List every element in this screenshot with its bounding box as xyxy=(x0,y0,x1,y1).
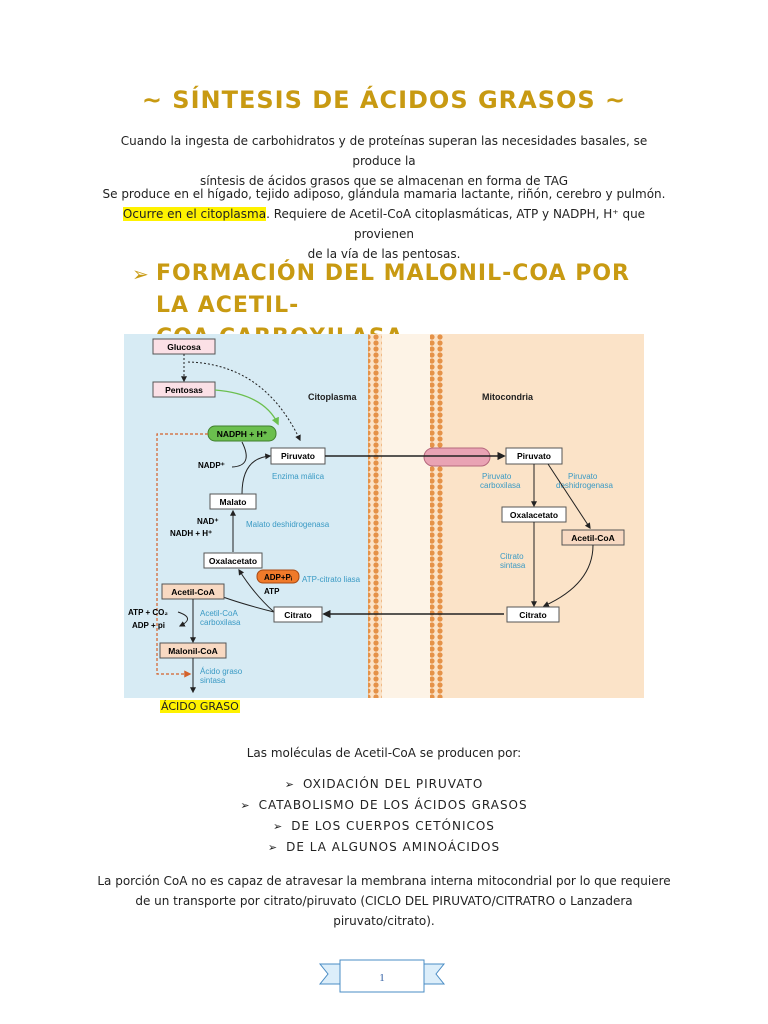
transporter xyxy=(423,447,491,467)
arrow-bullet-icon: ➢ xyxy=(267,841,279,854)
location-line: Ocurre en el citoplasma. Requiere de Ace… xyxy=(100,204,668,244)
ags-label: sintasa xyxy=(200,676,226,685)
page-number-box xyxy=(339,959,425,993)
section-heading-line: FORMACIÓN DEL MALONIL-COA POR LA ACETIL- xyxy=(156,261,630,318)
intermembrane-region xyxy=(374,334,439,698)
citrato-mito-box xyxy=(506,606,560,623)
arrow xyxy=(241,453,272,495)
list-item-text: DE LOS CUERPOS CETÓNICOS xyxy=(291,819,495,833)
atp-citrato-liasa-label: ATP-citrato liasa xyxy=(302,575,361,584)
arrow-bullet-icon: ➢ xyxy=(240,799,251,812)
page-number-badge: 1 xyxy=(318,959,446,993)
piruvato-mito-label: Piruvato xyxy=(517,451,551,461)
malato-dh-label: Malato deshidrogenasa xyxy=(246,520,330,529)
nadh-label: NADH + H⁺ xyxy=(170,529,212,538)
arrow xyxy=(177,611,188,627)
ribbon-left xyxy=(318,963,341,985)
piruvato-label: Piruvato xyxy=(281,451,315,461)
cs-label: Citrato xyxy=(500,552,524,561)
ribbon-right xyxy=(423,963,446,985)
intro-line: Cuando la ingesta de carbohidratos y de … xyxy=(120,134,648,168)
adp-pi2-label: ADP + pi xyxy=(132,621,165,630)
malato-box xyxy=(209,493,257,510)
citrato-box xyxy=(273,606,323,623)
acetyl-sources-list: ➢ OXIDACIÓN DEL PIRUVATO ➢ CATABOLISMO DE … xyxy=(0,774,768,858)
location-line: de la vía de las pentosas. xyxy=(307,247,461,261)
page-number: 1 xyxy=(379,972,385,984)
arrow xyxy=(156,433,208,678)
location-paragraph: Se produce en el hígado, tejido adiposo,… xyxy=(100,184,668,264)
location-line: Se produce en el hígado, tejido adiposo,… xyxy=(102,187,666,201)
location-text: . Requiere de Acetil-CoA citoplasmáticas… xyxy=(266,207,646,241)
glucosa-label: Glucosa xyxy=(167,342,201,352)
cs-label: sintasa xyxy=(500,561,526,570)
list-item-text: OXIDACIÓN DEL PIRUVATO xyxy=(302,777,484,791)
nadph-label: NADPH + H⁺ xyxy=(217,429,268,439)
list-item: ➢ CATABOLISMO DE LOS ÁCIDOS GRASOS xyxy=(0,795,768,816)
citrato-label: Citrato xyxy=(284,610,311,620)
malato-label: Malato xyxy=(220,497,247,507)
list-item: ➢ OXIDACIÓN DEL PIRUVATO xyxy=(0,774,768,795)
nad-label: NAD⁺ xyxy=(197,517,219,526)
cytoplasm-label: Citoplasma xyxy=(308,392,358,402)
arrow-bullet-icon: ➢ xyxy=(132,262,150,286)
oxalacetato-box xyxy=(203,552,263,569)
pc-label: carboxilasa xyxy=(480,481,521,490)
enzima-malica-label: Enzima málica xyxy=(272,472,325,481)
arrow xyxy=(187,361,301,442)
atp-co2-label: ATP + CO₂ xyxy=(128,608,168,617)
pdh-label: deshidrogenasa xyxy=(556,481,613,490)
arrow xyxy=(547,463,591,530)
pentosas-box xyxy=(152,381,216,398)
arrow-bullet-icon: ➢ xyxy=(284,778,295,791)
page-title: ~ SÍNTESIS DE ÁCIDOS GRASOS ~ xyxy=(141,86,627,114)
intro-paragraph: Cuando la ingesta de carbohidratos y de … xyxy=(100,131,668,191)
highlighted-text: Ocurre en el citoplasma xyxy=(122,207,267,221)
acetil-coa-mito-label: Acetil-CoA xyxy=(571,533,614,543)
arrow-bullet-icon: ➢ xyxy=(273,820,284,833)
list-item-text: DE LA ALGUNOS AMINOÁCIDOS xyxy=(286,840,501,854)
fatty-acid-label: ÁCIDO GRASO xyxy=(160,700,240,713)
list-item-text: CATABOLISMO DE LOS ÁCIDOS GRASOS xyxy=(258,798,528,812)
acetil-coa-label: Acetil-CoA xyxy=(171,587,214,597)
atp-label: ATP xyxy=(264,587,280,596)
fatty-acid-synthesis-diagram: Citoplasma Mitocondria Glucosa Pentosas … xyxy=(124,334,644,698)
list-item: ➢ DE LA ALGUNOS AMINOÁCIDOS xyxy=(0,837,768,858)
nadp-label: NADP⁺ xyxy=(198,461,225,470)
coa-line: La porción CoA no es capaz de atravesar … xyxy=(97,874,671,888)
malonil-coa-label: Malonil-CoA xyxy=(168,646,218,656)
acc-label: Acetil-CoA xyxy=(200,609,238,618)
pdh-label: Piruvato xyxy=(568,472,598,481)
coa-line: piruvato/citrato). xyxy=(333,914,435,928)
citrato-mito-label: Citrato xyxy=(519,610,546,620)
coa-paragraph: La porción CoA no es capaz de atravesar … xyxy=(90,871,678,931)
oxalacetato-label: Oxalacetato xyxy=(209,556,257,566)
mitochondria-label: Mitocondria xyxy=(482,392,534,402)
adp-pi-pill xyxy=(256,569,300,584)
arrow xyxy=(231,441,247,468)
arrow xyxy=(238,568,275,613)
pc-label: Piruvato xyxy=(482,472,512,481)
arrow xyxy=(214,389,279,426)
list-item: ➢ DE LOS CUERPOS CETÓNICOS xyxy=(0,816,768,837)
inner-membrane xyxy=(430,334,444,698)
pentosas-label: Pentosas xyxy=(165,385,203,395)
oxalacetato-mito-label: Oxalacetato xyxy=(510,510,558,520)
ags-label: Ácido graso xyxy=(200,667,243,676)
acc-label: carboxilasa xyxy=(200,618,241,627)
arrow xyxy=(542,544,594,607)
intro-line: síntesis de ácidos grasos que se almacen… xyxy=(199,174,569,188)
coa-line: de un transporte por citrato/piruvato (C… xyxy=(135,894,633,908)
adp-pi-label: ADP+Pᵢ xyxy=(264,573,292,582)
acetyl-intro: Las moléculas de Acetil-CoA se producen … xyxy=(246,746,522,760)
outer-membrane xyxy=(368,334,382,698)
